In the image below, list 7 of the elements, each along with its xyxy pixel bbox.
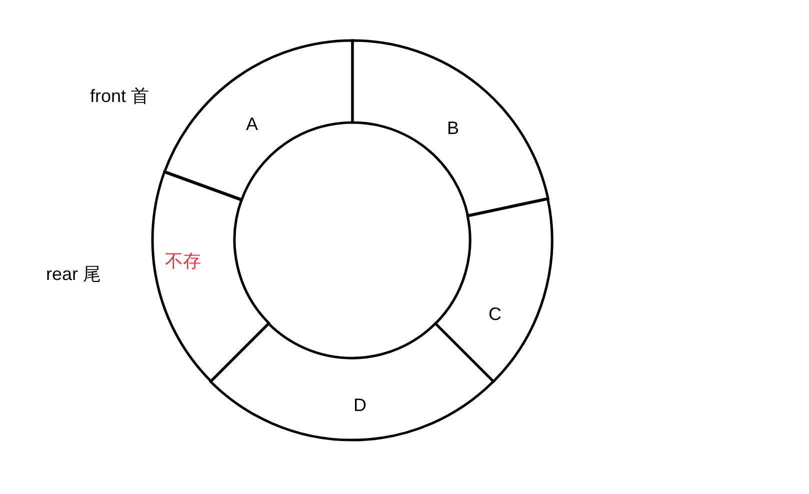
segment-label: B — [447, 118, 459, 138]
segment-label: A — [246, 114, 258, 134]
segment-label: D — [353, 394, 366, 415]
segment-label: C — [488, 304, 502, 324]
segment-label: 不存 — [164, 250, 201, 271]
pointer-label: rear 尾 — [46, 264, 102, 284]
pointer-label: front 首 — [90, 86, 150, 106]
